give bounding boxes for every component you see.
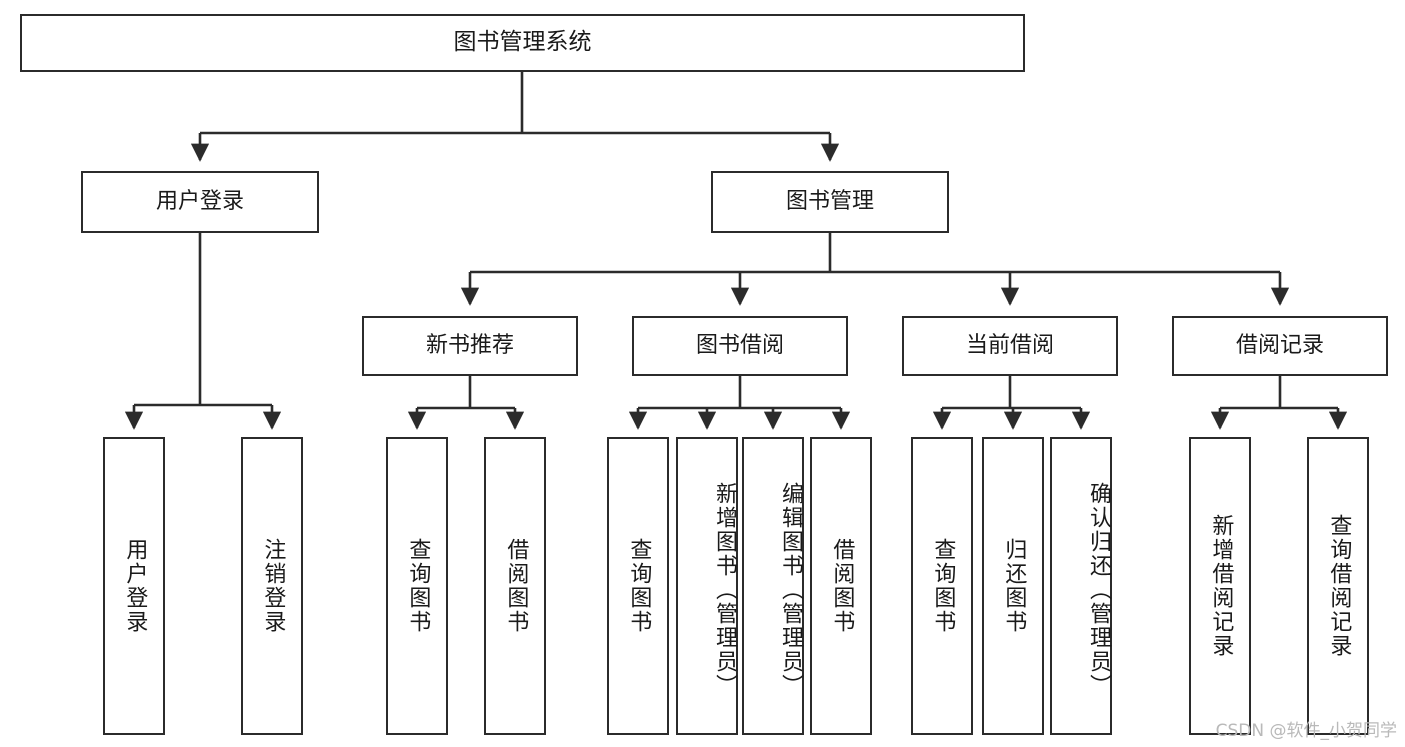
node-leaf-user-login[interactable]: 用户登录: [103, 437, 165, 735]
node-book-manage-label: 图书管理: [785, 188, 874, 214]
node-leaf-query-book-bb-label: 查询图书: [626, 538, 652, 634]
node-leaf-query-book-rec-label: 查询图书: [405, 538, 431, 634]
node-leaf-query-book-cb-label: 查询图书: [930, 538, 956, 634]
watermark: CSDN @软件_小贺同学: [1215, 721, 1397, 741]
node-borrow-record-label: 借阅记录: [1235, 332, 1324, 358]
node-leaf-edit-book-label: 编辑图书（管理员）: [778, 482, 803, 698]
node-user-login-label: 用户登录: [155, 188, 244, 214]
node-book-borrow-label: 图书借阅: [695, 332, 784, 358]
node-leaf-return-book-label: 归还图书: [1001, 538, 1027, 634]
node-current-borrow[interactable]: 当前借阅: [902, 316, 1118, 376]
node-leaf-query-book-cb[interactable]: 查询图书: [911, 437, 973, 735]
node-book-manage[interactable]: 图书管理: [711, 171, 949, 233]
node-leaf-borrow-book-rec-label: 借阅图书: [503, 538, 529, 634]
node-leaf-add-record-label: 新增借阅记录: [1208, 514, 1234, 658]
node-leaf-return-book[interactable]: 归还图书: [982, 437, 1044, 735]
node-leaf-borrow-book-bb-label: 借阅图书: [829, 538, 855, 634]
node-borrow-record[interactable]: 借阅记录: [1172, 316, 1388, 376]
node-leaf-query-record[interactable]: 查询借阅记录: [1307, 437, 1369, 735]
node-leaf-add-book-label: 新增图书（管理员）: [712, 482, 737, 698]
node-leaf-logout[interactable]: 注销登录: [241, 437, 303, 735]
node-leaf-borrow-book-bb[interactable]: 借阅图书: [810, 437, 872, 735]
node-leaf-query-record-label: 查询借阅记录: [1326, 514, 1352, 658]
node-leaf-add-record[interactable]: 新增借阅记录: [1189, 437, 1251, 735]
node-book-borrow[interactable]: 图书借阅: [632, 316, 848, 376]
node-leaf-confirm-return[interactable]: 确认归还（管理员）: [1050, 437, 1112, 735]
node-leaf-logout-label: 注销登录: [260, 538, 286, 634]
node-leaf-query-book-bb[interactable]: 查询图书: [607, 437, 669, 735]
node-current-borrow-label: 当前借阅: [965, 332, 1054, 358]
node-leaf-edit-book[interactable]: 编辑图书（管理员）: [742, 437, 804, 735]
node-leaf-confirm-return-label: 确认归还（管理员）: [1086, 482, 1111, 698]
node-leaf-borrow-book-rec[interactable]: 借阅图书: [484, 437, 546, 735]
node-leaf-query-book-rec[interactable]: 查询图书: [386, 437, 448, 735]
node-root[interactable]: 图书管理系统: [20, 14, 1025, 72]
node-new-book-rec[interactable]: 新书推荐: [362, 316, 578, 376]
node-new-book-rec-label: 新书推荐: [425, 332, 514, 358]
node-user-login[interactable]: 用户登录: [81, 171, 319, 233]
node-leaf-add-book[interactable]: 新增图书（管理员）: [676, 437, 738, 735]
node-leaf-user-login-label: 用户登录: [122, 538, 148, 634]
node-root-label: 图书管理系统: [453, 29, 592, 56]
